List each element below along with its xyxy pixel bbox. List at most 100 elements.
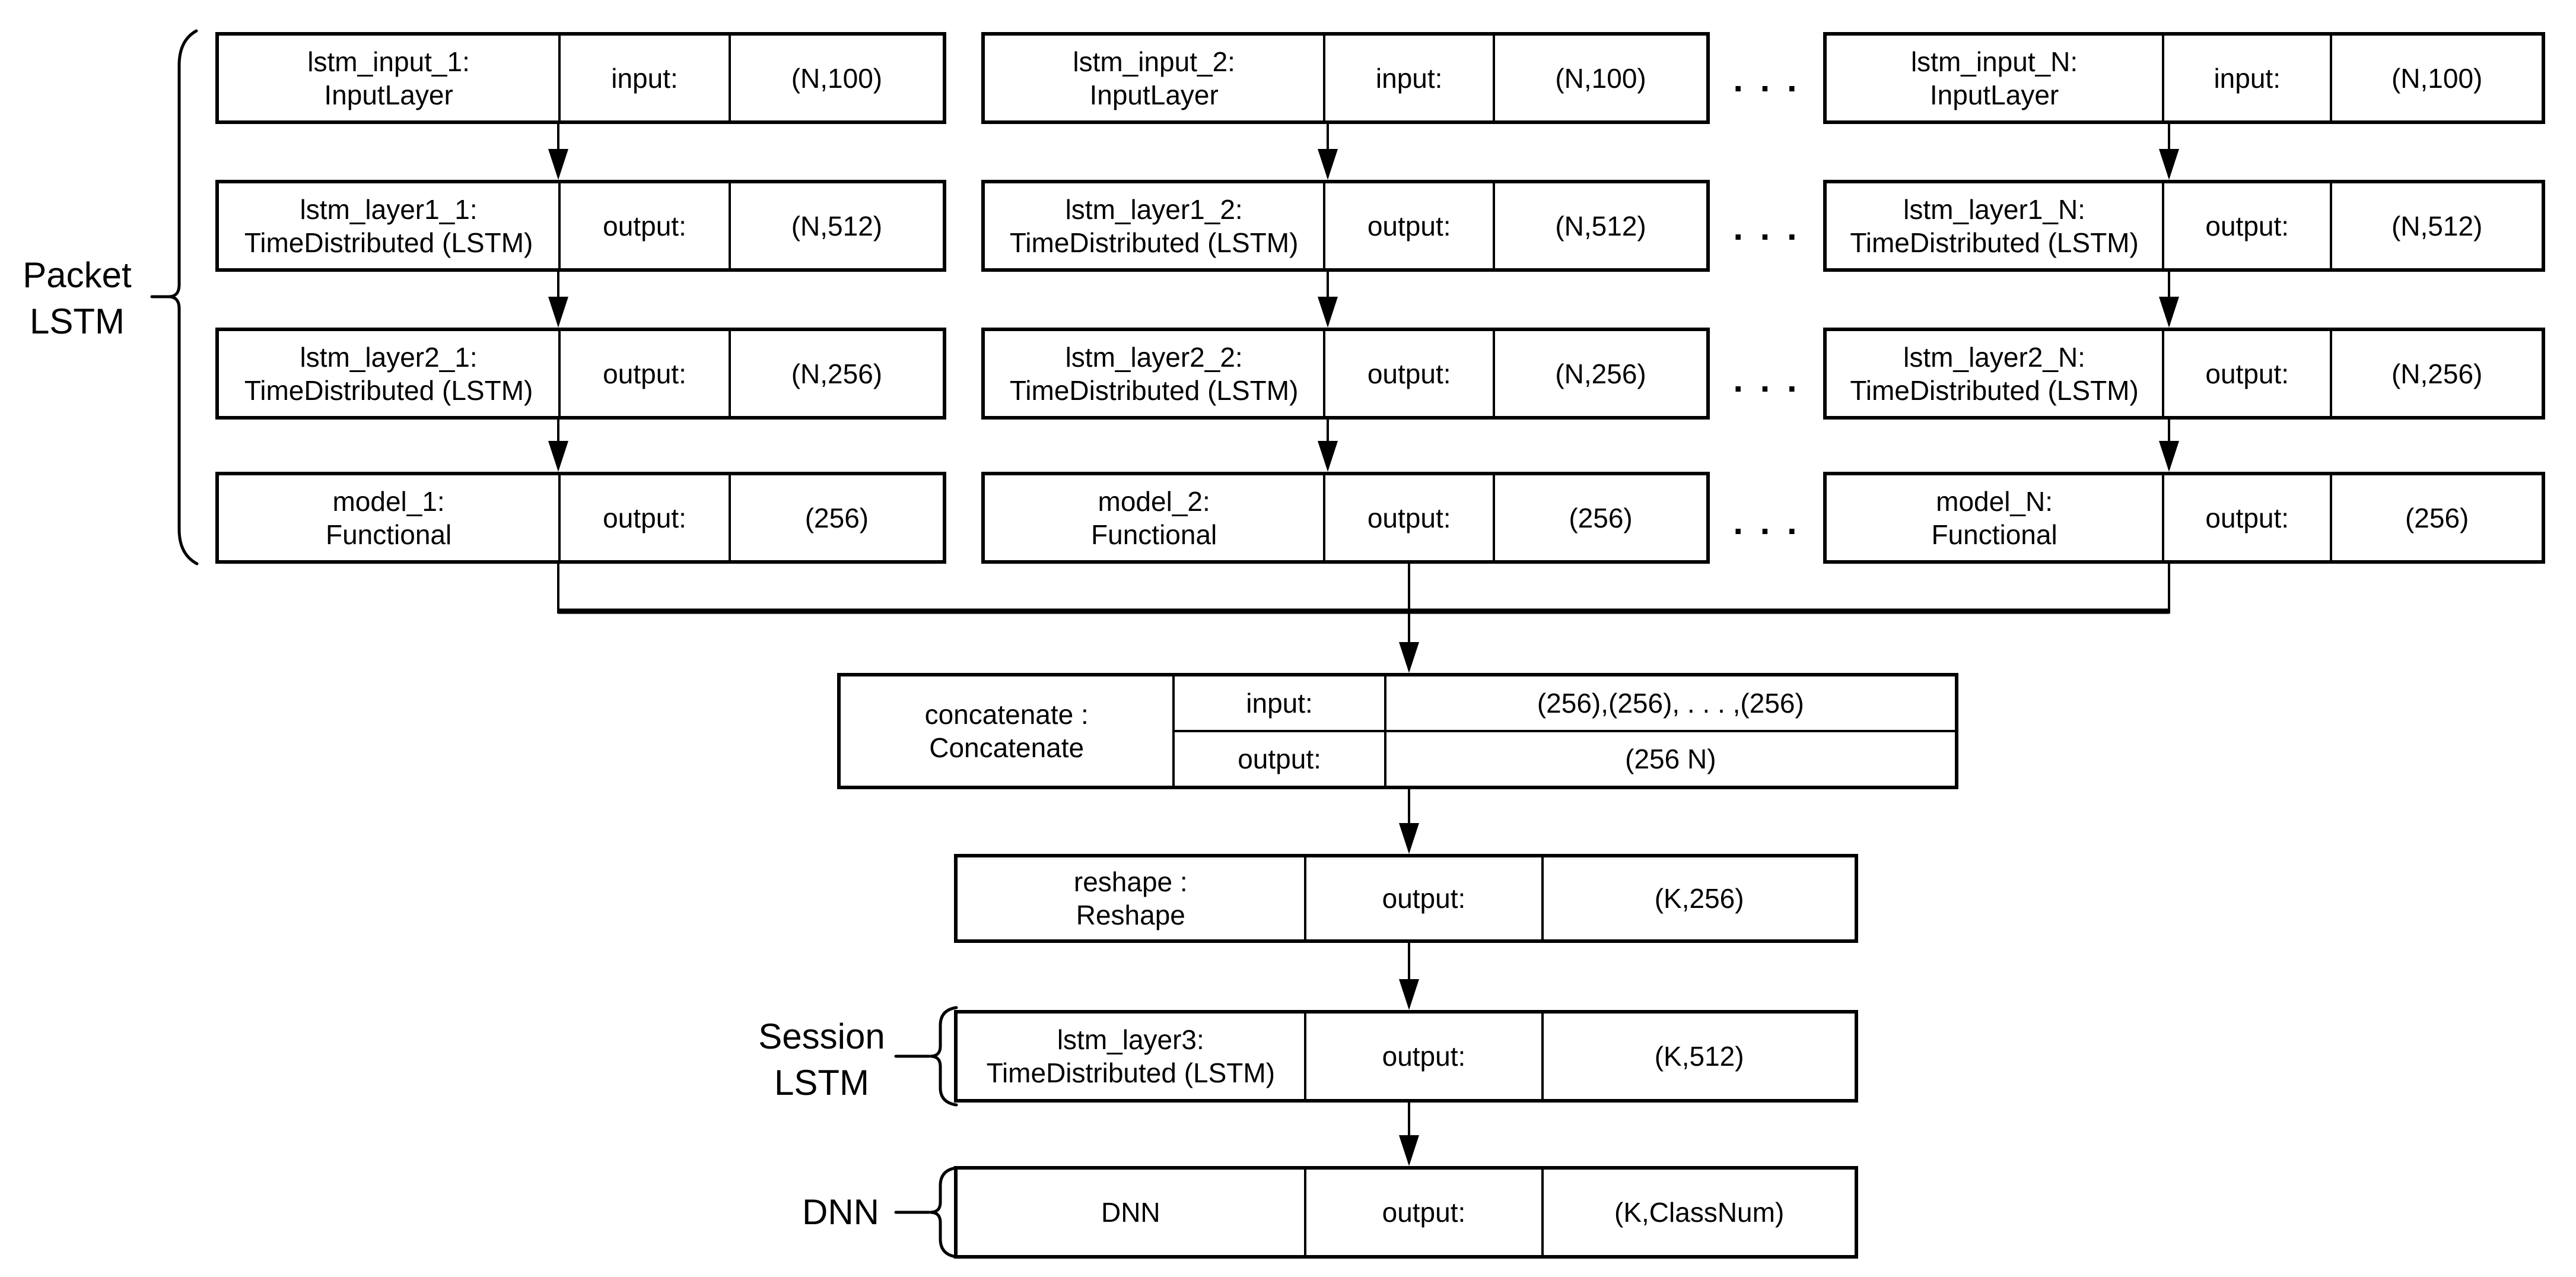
layer-box-lstm-layer1-2: lstm_layer1_2: TimeDistributed (LSTM) ou… bbox=[981, 180, 1710, 272]
layer-name-cell: lstm_layer1_2: TimeDistributed (LSTM) bbox=[985, 183, 1323, 268]
layer-name-cell: concatenate : Concatenate bbox=[841, 676, 1175, 786]
packet-lstm-brace bbox=[168, 29, 199, 566]
layer-name-line2: TimeDistributed (LSTM) bbox=[1850, 227, 2139, 258]
layer-tag: input: bbox=[611, 62, 678, 94]
arrowhead-icon bbox=[2159, 297, 2179, 328]
layer-name-cell: lstm_layer1_N: TimeDistributed (LSTM) bbox=[1827, 183, 2162, 268]
layer-shape: (N,512) bbox=[1555, 210, 1646, 242]
layer-tag: output: bbox=[1382, 1041, 1466, 1072]
layer-name-line2: InputLayer bbox=[1089, 79, 1219, 110]
layer-shape-cell: (K,256) bbox=[1541, 857, 1855, 939]
layer-name-line2: Concatenate bbox=[929, 732, 1085, 763]
layer-shape-cell: (N,256) bbox=[1493, 331, 1706, 416]
ellipsis-row2: . . . bbox=[1733, 208, 1801, 247]
session-lstm-label-line2: LSTM bbox=[774, 1063, 870, 1103]
layer-name-cell: model_2: Functional bbox=[985, 475, 1323, 560]
layer-name-line1: model_N: bbox=[1936, 485, 2053, 517]
layer-box-lstm-layer3: lstm_layer3: TimeDistributed (LSTM) outp… bbox=[954, 1010, 1858, 1103]
layer-shape: (K,512) bbox=[1654, 1041, 1744, 1072]
layer-box-lstm-layer2-2: lstm_layer2_2: TimeDistributed (LSTM) ou… bbox=[981, 328, 1710, 420]
layer-name: DNN bbox=[1101, 1197, 1160, 1228]
layer-name-cell: lstm_input_N: InputLayer bbox=[1827, 36, 2162, 120]
layer-box-model-1: model_1: Functional output: (256) bbox=[215, 472, 946, 564]
layer-name-cell: lstm_input_2: InputLayer bbox=[985, 36, 1323, 120]
arrowhead-icon bbox=[1318, 149, 1338, 180]
layer-shape: (N,512) bbox=[791, 210, 883, 242]
layer-name-line1: lstm_input_1: bbox=[307, 46, 470, 77]
layer-tag-cell: output: bbox=[1323, 475, 1493, 560]
layer-shape-cell: (256) bbox=[1493, 475, 1706, 560]
layer-shape: (N,100) bbox=[791, 62, 883, 94]
layer-name-line1: lstm_layer2_N: bbox=[1903, 341, 2085, 373]
layer-shape-cell: (K,ClassNum) bbox=[1541, 1170, 1855, 1255]
layer-tag-cell: input: bbox=[1175, 676, 1384, 730]
arrowhead-icon bbox=[2159, 441, 2179, 472]
session-lstm-brace bbox=[930, 1006, 958, 1107]
layer-name-line1: reshape : bbox=[1073, 866, 1188, 897]
layer-shape-cell: (N,100) bbox=[728, 36, 943, 120]
layer-tag: input: bbox=[1246, 688, 1313, 719]
layer-shape: (256) bbox=[1569, 502, 1633, 533]
layer-name-line2: TimeDistributed (LSTM) bbox=[1009, 227, 1299, 258]
arrowhead-icon bbox=[1399, 979, 1419, 1010]
layer-tag: output: bbox=[1367, 210, 1451, 242]
packet-lstm-label: Packet LSTM bbox=[6, 252, 148, 345]
layer-name-cell: model_1: Functional bbox=[219, 475, 558, 560]
layer-name-line2: TimeDistributed (LSTM) bbox=[986, 1057, 1276, 1088]
ellipsis-row4: . . . bbox=[1733, 502, 1801, 542]
layer-tag: output: bbox=[603, 358, 686, 389]
dnn-brace bbox=[930, 1166, 958, 1259]
layer-shape: (K,ClassNum) bbox=[1614, 1197, 1785, 1228]
layer-tag-cell: output: bbox=[1323, 331, 1493, 416]
layer-tag: input: bbox=[2214, 62, 2281, 94]
layer-shape: (N,512) bbox=[2391, 210, 2483, 242]
layer-tag-cell: input: bbox=[2162, 36, 2330, 120]
layer-name-cell: lstm_layer2_N: TimeDistributed (LSTM) bbox=[1827, 331, 2162, 416]
layer-tag-cell: output: bbox=[1303, 1170, 1542, 1255]
arrowhead-icon bbox=[1399, 642, 1419, 673]
arrowhead-icon bbox=[1399, 1135, 1419, 1166]
layer-tag-cell: output: bbox=[558, 183, 729, 268]
packet-lstm-label-line1: Packet bbox=[23, 255, 132, 295]
layer-shape: (N,256) bbox=[2391, 358, 2483, 389]
layer-shape-cell: (N,512) bbox=[2330, 183, 2542, 268]
layer-tag-cell: output: bbox=[558, 331, 729, 416]
layer-tag-cell: output: bbox=[1303, 857, 1542, 939]
arrowhead-icon bbox=[548, 297, 568, 328]
layer-box-lstm-input-N: lstm_input_N: InputLayer input: (N,100) bbox=[1823, 32, 2545, 124]
session-lstm-label: Session LSTM bbox=[733, 1014, 911, 1106]
layer-shape: (256) bbox=[2405, 502, 2469, 533]
layer-shape-cell: (N,256) bbox=[2330, 331, 2542, 416]
layer-name-cell: model_N: Functional bbox=[1827, 475, 2162, 560]
dnn-label: DNN bbox=[802, 1192, 879, 1232]
layer-name-line2: InputLayer bbox=[324, 79, 453, 110]
layer-tag: output: bbox=[1382, 1197, 1466, 1228]
arrowhead-icon bbox=[1399, 823, 1419, 854]
arrowhead-icon bbox=[1318, 297, 1338, 328]
layer-name-line1: lstm_layer2_2: bbox=[1065, 341, 1243, 373]
layer-tag-cell: output: bbox=[1303, 1014, 1542, 1099]
layer-tag: output: bbox=[603, 502, 686, 533]
layer-tag-cell: output: bbox=[1323, 183, 1493, 268]
ellipsis-row3: . . . bbox=[1733, 360, 1801, 399]
layer-name-line1: model_1: bbox=[332, 485, 445, 517]
layer-tag: input: bbox=[1375, 62, 1443, 94]
concatenate-io-rows: input: (256),(256), . . . ,(256) output:… bbox=[1175, 676, 1955, 786]
layer-tag-cell: input: bbox=[1323, 36, 1493, 120]
layer-name-line1: lstm_layer2_1: bbox=[300, 341, 478, 373]
layer-box-lstm-layer1-1: lstm_layer1_1: TimeDistributed (LSTM) ou… bbox=[215, 180, 946, 272]
layer-name-line2: TimeDistributed (LSTM) bbox=[244, 227, 533, 258]
layer-box-lstm-layer2-N: lstm_layer2_N: TimeDistributed (LSTM) ou… bbox=[1823, 328, 2545, 420]
layer-tag-cell: output: bbox=[2162, 331, 2330, 416]
layer-shape-cell: (N,512) bbox=[728, 183, 943, 268]
layer-name-line1: lstm_input_N: bbox=[1910, 46, 2078, 77]
layer-name-line2: Functional bbox=[1091, 519, 1217, 550]
layer-shape: (256),(256), . . . ,(256) bbox=[1537, 688, 1804, 719]
layer-shape: (256 N) bbox=[1625, 744, 1716, 774]
session-lstm-label-line1: Session bbox=[758, 1016, 885, 1056]
layer-tag: output: bbox=[603, 210, 686, 242]
layer-tag-cell: input: bbox=[558, 36, 729, 120]
layer-name-line1: lstm_layer1_N: bbox=[1903, 193, 2085, 225]
layer-box-concatenate: concatenate : Concatenate input: (256),(… bbox=[837, 673, 1958, 789]
